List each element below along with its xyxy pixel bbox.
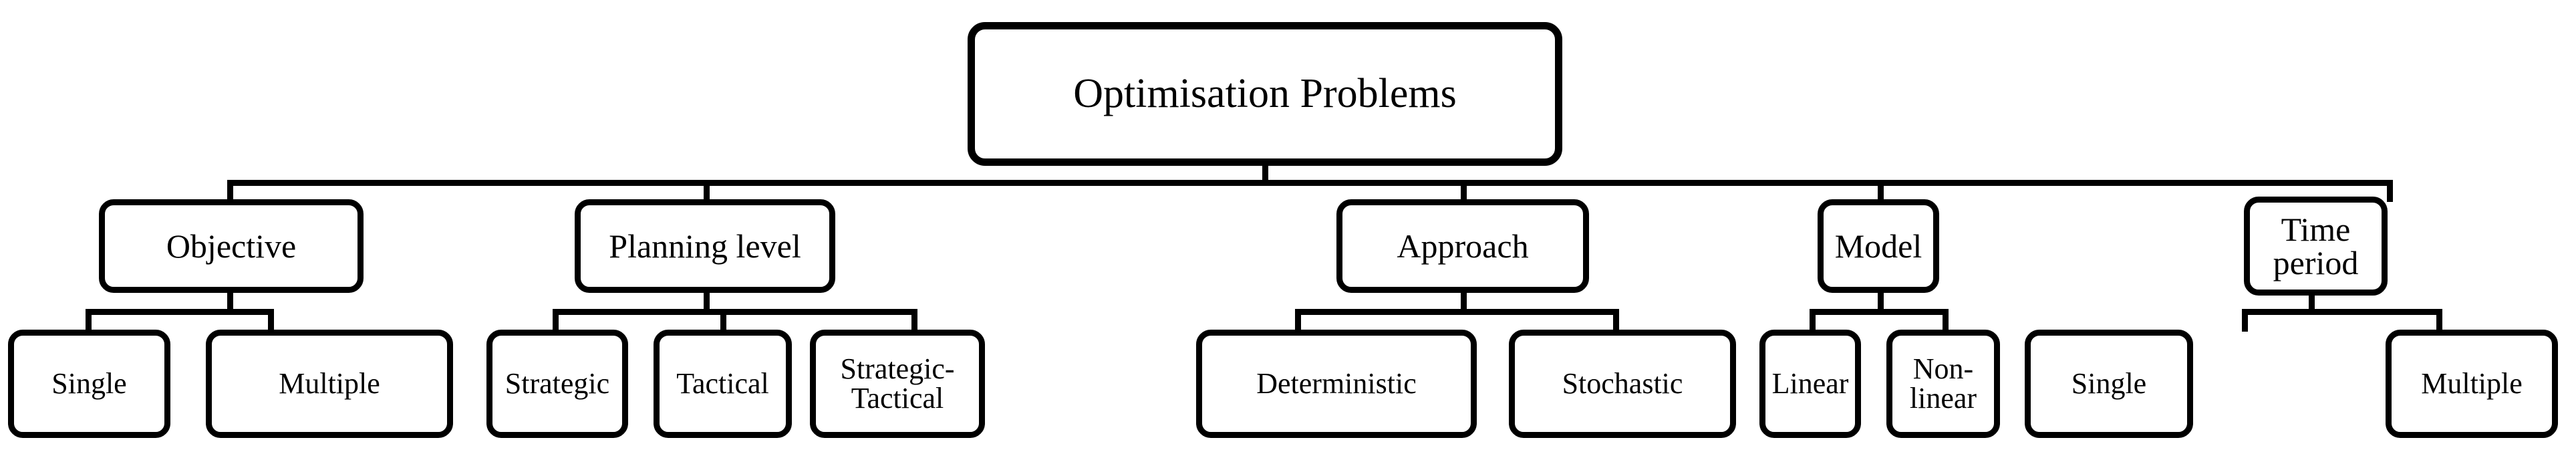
connector-time-period-stem bbox=[2309, 294, 2315, 314]
node-leaf-approach-deterministic[interactable]: Deterministic bbox=[1196, 330, 1477, 438]
connector-planning-to-strategic-tactical bbox=[911, 309, 917, 332]
node-branch-objective[interactable]: Objective bbox=[99, 199, 364, 293]
connector-approach-bar bbox=[1295, 309, 1619, 315]
node-leaf-planning-tactical[interactable]: Tactical bbox=[654, 330, 792, 438]
connector-planning-to-tactical bbox=[720, 309, 726, 332]
node-branch-model[interactable]: Model bbox=[1818, 199, 1939, 293]
connector-model-to-nonlinear bbox=[1943, 309, 1949, 332]
node-leaf-model-linear[interactable]: Linear bbox=[1759, 330, 1861, 438]
node-leaf-objective-multiple[interactable]: Multiple bbox=[206, 330, 453, 438]
node-branch-planning-level[interactable]: Planning level bbox=[575, 199, 835, 293]
node-leaf-planning-strategic-tactical[interactable]: Strategic- Tactical bbox=[810, 330, 985, 438]
connector-root-stem bbox=[1262, 164, 1268, 185]
connector-model-stem bbox=[1878, 292, 1884, 313]
connector-approach-stem bbox=[1461, 292, 1467, 313]
connector-time-period-to-single bbox=[2242, 309, 2248, 332]
connector-planning-to-strategic bbox=[553, 309, 559, 332]
connector-objective-to-single bbox=[86, 309, 92, 332]
node-leaf-objective-single[interactable]: Single bbox=[8, 330, 170, 438]
node-leaf-time-period-single[interactable]: Single bbox=[2025, 330, 2193, 438]
connector-planning-level-stem bbox=[704, 292, 710, 313]
node-branch-approach[interactable]: Approach bbox=[1336, 199, 1589, 293]
connector-time-period-bar bbox=[2242, 309, 2442, 315]
connector-bus-to-planning-level bbox=[704, 180, 710, 202]
connector-bus-to-model bbox=[1878, 180, 1884, 202]
connector-main-bus bbox=[229, 180, 2389, 186]
node-leaf-approach-stochastic[interactable]: Stochastic bbox=[1509, 330, 1736, 438]
node-leaf-model-non-linear[interactable]: Non- linear bbox=[1886, 330, 2000, 438]
connector-approach-to-stochastic bbox=[1613, 309, 1619, 332]
node-leaf-planning-strategic[interactable]: Strategic bbox=[486, 330, 628, 438]
connector-approach-to-deterministic bbox=[1295, 309, 1301, 332]
node-branch-time-period[interactable]: Time period bbox=[2244, 197, 2388, 296]
connector-planning-level-bar bbox=[553, 309, 917, 315]
connector-model-to-linear bbox=[1810, 309, 1816, 332]
connector-time-period-to-multiple bbox=[2436, 309, 2442, 332]
connector-objective-to-multiple bbox=[268, 309, 274, 332]
connector-bus-to-approach bbox=[1461, 180, 1467, 202]
connector-objective-bar bbox=[86, 309, 274, 315]
connector-objective-stem bbox=[227, 292, 233, 313]
node-root-optimisation-problems[interactable]: Optimisation Problems bbox=[968, 22, 1562, 166]
connector-bus-to-objective bbox=[227, 180, 233, 202]
connector-bus-to-time-period bbox=[2387, 180, 2393, 202]
node-leaf-time-period-multiple[interactable]: Multiple bbox=[2386, 330, 2558, 438]
connector-model-bar bbox=[1810, 309, 1949, 315]
